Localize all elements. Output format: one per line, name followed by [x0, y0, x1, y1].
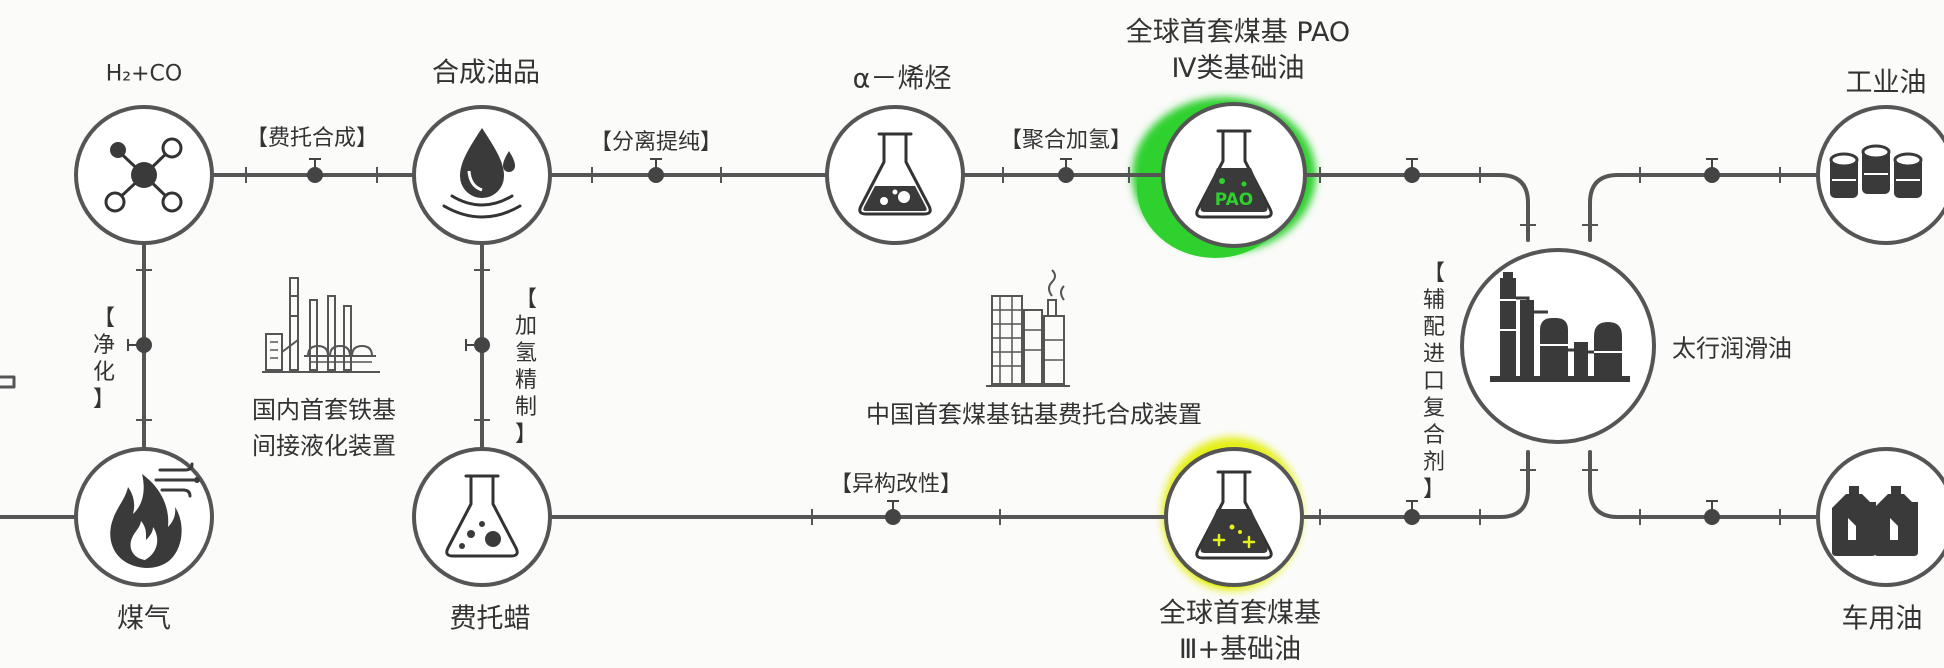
valve-icon: [1704, 500, 1720, 525]
flask-plus-icon: [1195, 470, 1273, 560]
oil-barrels-icon: [1829, 144, 1923, 198]
synth-oil-label: 合成油品: [432, 57, 540, 89]
step-isomerization: 【异构改性】: [829, 472, 963, 497]
oil-drop-icon: [442, 128, 522, 219]
valve-icon: [1704, 158, 1720, 183]
flask-pao-icon: PAO: [1195, 129, 1273, 219]
valve-icon: [648, 158, 664, 183]
process-flow-diagram: PAO: [0, 97, 1944, 591]
refinery-icon: [1490, 272, 1630, 382]
valve-icon: [1404, 158, 1420, 183]
iron-based-facility-line2: 间接液化装置: [252, 432, 396, 460]
molecule-icon: [104, 137, 183, 213]
vehicle-oil-label: 车用油: [1841, 603, 1923, 635]
svg-text:PAO: PAO: [1215, 190, 1254, 210]
pipe-ticks: [136, 167, 1781, 525]
oil-canisters-icon: [1832, 486, 1918, 556]
factory-tower-icon: [986, 269, 1070, 387]
step-separation: 【分离提纯】: [589, 130, 723, 155]
valve-icon: [465, 337, 490, 353]
pao-base-oil-label-line1: 全球首套煤基 PAO: [1125, 17, 1351, 48]
step-purification: 【净化】: [92, 306, 115, 412]
lubricant-plant-label: 太行润滑油: [1672, 334, 1792, 363]
step-additives: 【辅配进口复合剂】: [1422, 261, 1445, 502]
step-ft-synthesis: 【费托合成】: [245, 126, 379, 151]
pao-base-oil-label: 全球首套煤基 PAO Ⅳ类基础油: [1126, 15, 1350, 87]
valve-icon: [307, 158, 323, 183]
valve-icon: [127, 337, 152, 353]
flask-icon: [858, 132, 932, 216]
group3-base-oil-label-line2: Ⅲ+基础油: [1178, 634, 1302, 665]
coal-gas-label: 煤气: [117, 603, 171, 635]
group3-base-oil-label-line1: 全球首套煤基: [1159, 598, 1321, 629]
group3-base-oil-label: 全球首套煤基 Ⅲ+基础油: [1159, 596, 1321, 668]
valve-icon: [885, 500, 901, 525]
node-alpha-olefin: [825, 105, 965, 245]
flame-icon: [110, 462, 200, 568]
node-ft-wax: [412, 447, 552, 587]
iron-based-facility-line1: 国内首套铁基: [252, 396, 396, 424]
step-polymerization: 【聚合加氢】: [999, 128, 1133, 153]
cobalt-based-facility-label: 中国首套煤基钴基费托合成装置: [866, 400, 1202, 429]
syngas-label: H₂+CO: [105, 61, 183, 87]
industrial-oil-label: 工业油: [1845, 67, 1927, 99]
valve-icon: [1404, 500, 1420, 525]
flask-icon: [445, 474, 519, 558]
iron-based-facility-label: 国内首套铁基 间接液化装置: [252, 392, 396, 464]
factory-icon: [262, 277, 380, 373]
valve-icons: [127, 158, 1720, 525]
step-hydrorefining: 【加氢精制】: [514, 287, 537, 447]
pao-base-oil-label-line2: Ⅳ类基础油: [1171, 53, 1305, 84]
alpha-olefin-label: α－烯烃: [852, 63, 952, 95]
valve-icon: [1058, 158, 1074, 183]
ft-wax-label: 费托蜡: [449, 603, 531, 635]
